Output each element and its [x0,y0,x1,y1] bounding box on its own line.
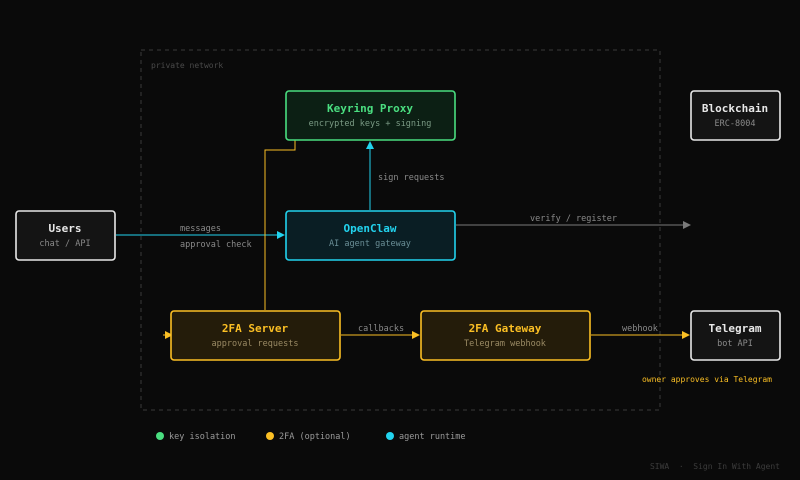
node-2fa-server: 2FA Server approval requests [170,310,341,361]
edge-label-webhook: webhook [622,324,658,334]
edge-keyring-2fa [264,140,296,310]
telegram-title: Telegram [709,322,762,335]
users-subtitle: chat / API [39,239,90,249]
edge-label-messages: messages [180,224,221,234]
node-openclaw: OpenClaw AI agent gateway [285,210,456,261]
edges: sign requests messages approval check ve… [116,140,691,339]
legend-label-agent-runtime: agent runtime [399,432,466,442]
legend: key isolation 2FA (optional) agent runti… [156,432,466,442]
legend-label-2fa: 2FA (optional) [279,432,351,442]
users-title: Users [48,222,81,235]
twofa-gateway-subtitle: Telegram webhook [464,339,546,349]
edge-label-verify-register: verify / register [530,214,617,224]
node-blockchain: Blockchain ERC-8004 [690,90,781,141]
blockchain-subtitle: ERC-8004 [715,119,756,129]
legend-swatch-agent-runtime [386,432,394,440]
legend-item-2fa: 2FA (optional) [266,432,351,442]
legend-item-key-isolation: key isolation [156,432,236,442]
legend-swatch-2fa [266,432,274,440]
region-label: private network [151,61,223,70]
node-users: Users chat / API [15,210,116,261]
private-network-region: private network [140,49,661,411]
edge-label-callbacks: callbacks [358,324,404,334]
blockchain-title: Blockchain [702,102,768,115]
keyring-title: Keyring Proxy [327,102,413,115]
telegram-subtitle: bot API [717,339,753,349]
openclaw-subtitle: AI agent gateway [329,239,411,249]
node-telegram: Telegram bot API [690,310,781,361]
edge-label-approval-check: approval check [180,240,252,250]
keyring-subtitle: encrypted keys + signing [309,119,432,129]
twofa-gateway-title: 2FA Gateway [469,322,542,335]
owner-approval-note: owner approves via Telegram [642,375,772,384]
twofa-server-subtitle: approval requests [212,339,299,349]
footer-brand: SIWA · Sign In With Agent [650,462,780,471]
legend-label-key-isolation: key isolation [169,432,236,442]
edge-label-sign-requests: sign requests [378,173,445,183]
legend-item-agent-runtime: agent runtime [386,432,466,442]
twofa-server-title: 2FA Server [222,322,289,335]
node-2fa-gateway: 2FA Gateway Telegram webhook [420,310,591,361]
legend-swatch-key-isolation [156,432,164,440]
node-keyring-proxy: Keyring Proxy encrypted keys + signing [285,90,456,141]
openclaw-title: OpenClaw [344,222,397,235]
